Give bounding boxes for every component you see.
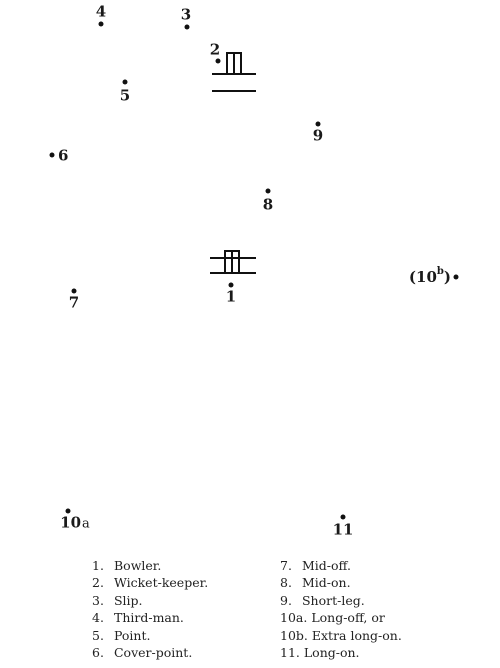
fielder-number: 2 — [209, 40, 221, 59]
fielder-number: 1 — [225, 287, 237, 306]
fielder-number: 11 — [332, 520, 354, 539]
fielder-dot — [228, 282, 234, 288]
stump — [224, 250, 226, 274]
fielder-number: 7 — [68, 293, 80, 312]
legend-item: 11. Long-on. — [280, 645, 360, 661]
fielder-number: 6 — [58, 146, 69, 165]
position-legend: 1. Bowler. 7. Mid-off. 2. Wicket-keeper.… — [92, 558, 422, 661]
legend-item: 1. Bowler. — [92, 558, 162, 573]
fielder-dot — [215, 58, 221, 64]
legend-item: 8. Mid-on. — [280, 575, 351, 591]
wicket-top — [212, 50, 256, 94]
fielder-number: 8 — [262, 195, 274, 214]
legend-item: 9. Short-leg. — [280, 592, 365, 608]
fielder-dot — [315, 121, 321, 127]
fielder-number: 9 — [312, 126, 324, 145]
legend-item: 4. Third-man. — [92, 610, 184, 626]
fielder-number: 4 — [95, 2, 107, 21]
fielder-number: 10a — [60, 513, 90, 532]
fielder-dot — [71, 288, 77, 294]
fielder-dot — [184, 24, 190, 30]
stump — [233, 52, 235, 74]
crease-line — [212, 73, 256, 75]
fielder-dot — [265, 188, 271, 194]
fielder-number: 5 — [119, 86, 131, 105]
legend-item: 10b. Extra long-on. — [280, 627, 402, 643]
bail — [226, 52, 242, 54]
legend-item: 3. Slip. — [92, 592, 143, 608]
crease-line — [210, 272, 256, 274]
fielder-dot — [98, 21, 104, 27]
fielder-dot — [122, 79, 128, 85]
legend-item: 10a. Long-off, or — [280, 610, 385, 626]
stump — [238, 250, 240, 274]
legend-item: 6. Cover-point. — [92, 645, 193, 661]
wicket-bottom — [210, 248, 256, 276]
stump — [240, 52, 242, 74]
stump — [226, 52, 228, 74]
legend-item: 2. Wicket-keeper. — [92, 575, 209, 591]
fielder-dot — [49, 152, 55, 158]
legend-item: 7. Mid-off. — [280, 558, 351, 573]
legend-item: 5. Point. — [92, 627, 151, 643]
crease-line — [210, 257, 256, 259]
fielder-dot — [340, 514, 346, 520]
fielder-number: 3 — [180, 5, 192, 24]
stump — [231, 250, 233, 274]
bail — [224, 250, 240, 252]
crease-line — [212, 90, 256, 92]
fielder-dot — [453, 274, 459, 280]
fielder-dot — [65, 508, 71, 514]
fielder-number: (10b) — [408, 266, 451, 286]
